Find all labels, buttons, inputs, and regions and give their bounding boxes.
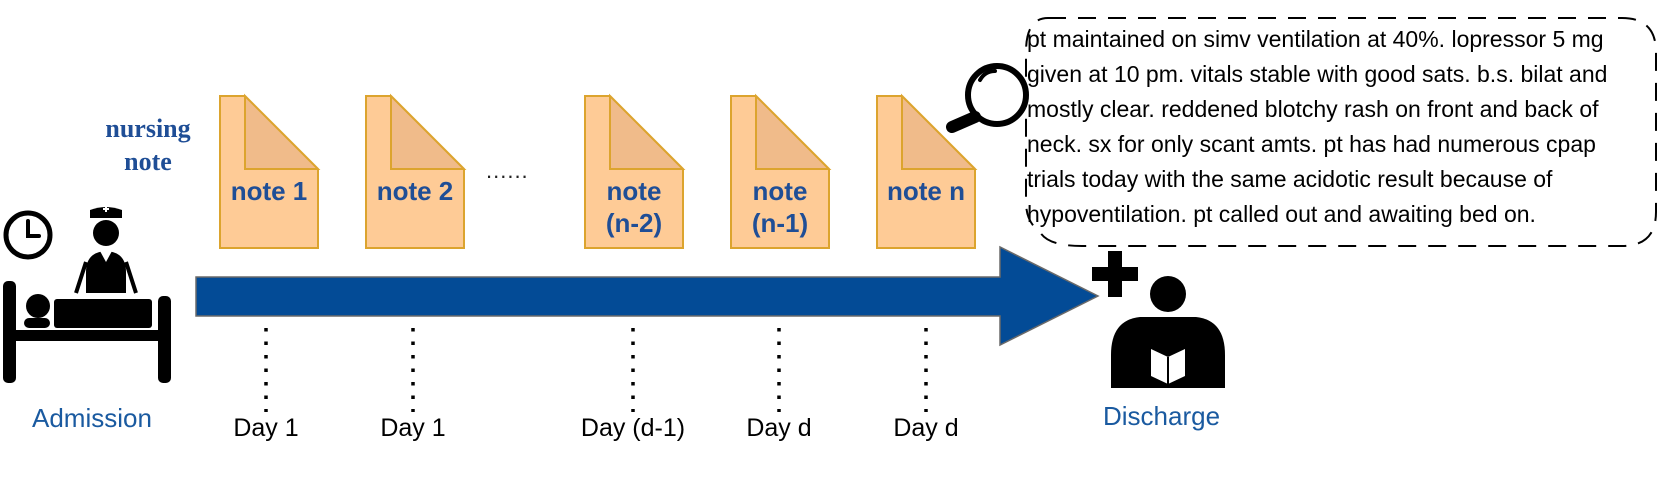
note-document-n-2: [584, 93, 686, 249]
nursing-note-text: pt maintained on simv ventilation at 40%…: [1027, 22, 1657, 232]
reading-person-icon: [1111, 276, 1225, 388]
day-label-1: Day 1: [233, 414, 299, 442]
note-label-n: note n: [887, 176, 965, 206]
day-label-3: Day (d-1): [580, 414, 686, 442]
note-text-line-2: given at 10 pm. vitals stable with good …: [1027, 61, 1608, 87]
note-document-n: [876, 93, 978, 249]
note-text-line-5: trials today with the same acidotic resu…: [1027, 166, 1553, 192]
note-text-line-6: hypoventilation. pt called out and await…: [1027, 201, 1536, 227]
nurse-icon: [74, 206, 138, 294]
note-text-line-3: mostly clear. reddened blotchy rash on f…: [1027, 96, 1599, 122]
timeline-arrow: [195, 245, 1100, 347]
medical-cross-icon: [1092, 251, 1138, 297]
note-text-line-1: pt maintained on simv ventilation at 40%…: [1027, 26, 1604, 52]
day-label-5: Day d: [893, 414, 959, 442]
note-document-n-1: [730, 93, 832, 249]
note-document-1: [219, 93, 321, 249]
nursing-note-title: nursing note: [105, 114, 191, 176]
note-label-n-2: note (n-2): [605, 176, 663, 238]
day-label-4: Day d: [746, 414, 812, 442]
note-label-n-1: note (n-1): [751, 176, 809, 238]
clock-icon: [3, 210, 53, 260]
notes-ellipsis: ......: [486, 158, 529, 183]
magnifier-icon: [946, 63, 1029, 133]
note-text-line-4: neck. sx for only scant amts. pt has had…: [1027, 131, 1596, 157]
day-markers: [264, 328, 928, 412]
note-label-2: note 2: [376, 176, 454, 206]
discharge-label: Discharge: [1103, 401, 1221, 431]
note-label-1: note 1: [230, 176, 308, 206]
admission-label: Admission: [32, 403, 152, 433]
day-label-2: Day 1: [380, 414, 446, 442]
hospital-bed-icon: [3, 281, 171, 383]
note-document-2: [365, 93, 467, 249]
